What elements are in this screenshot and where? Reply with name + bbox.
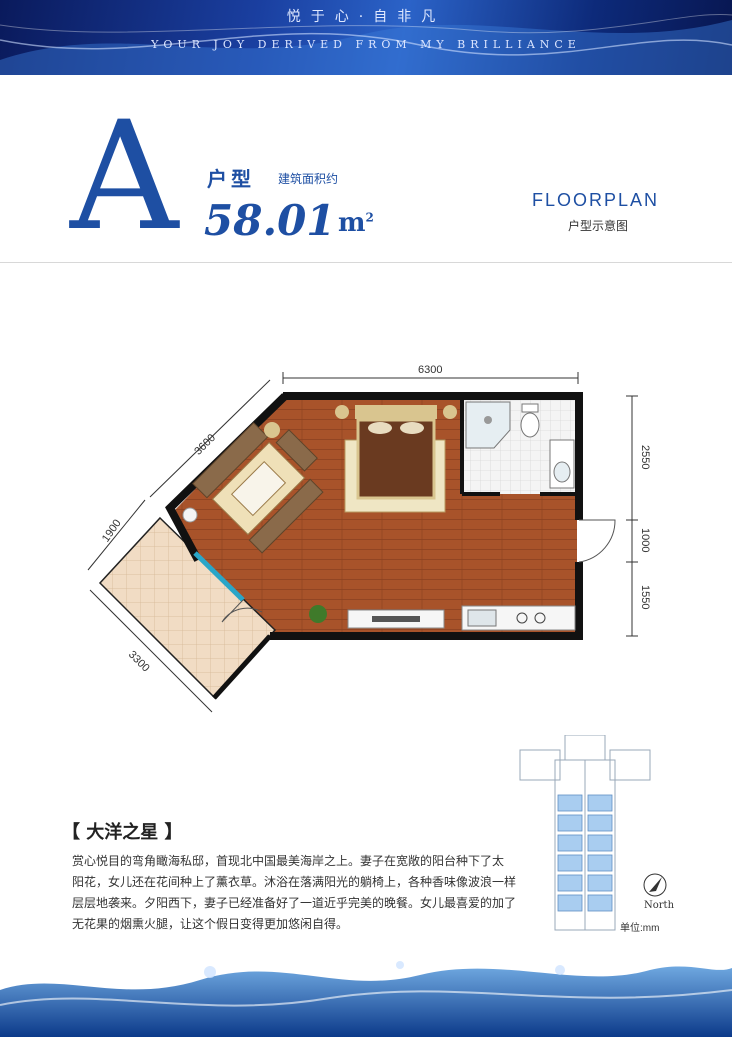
- description-line: 无花果的烟熏火腿，让这个假日变得更加悠闲自得。: [72, 917, 349, 931]
- banner-slogan-cn: 悦于心·自非凡: [286, 9, 446, 25]
- dimension-lines: [87, 372, 638, 713]
- bed: [356, 418, 436, 500]
- balcony-door: [221, 599, 263, 623]
- area-value: 58.01: [204, 196, 336, 245]
- side-table: [264, 422, 280, 438]
- dim-right-2: 1000: [639, 528, 651, 552]
- plant: [309, 605, 327, 623]
- bedside-lamp: [443, 405, 457, 419]
- balcony-glass: [193, 551, 245, 602]
- area-label: 建筑面积约: [278, 172, 339, 186]
- description-line: 赏心悦目的弯角瞰海私邸，首现北中国最美海岸之上。妻子在宽敞的阳台种下了太: [72, 854, 505, 868]
- dim-top: 6300: [418, 364, 442, 376]
- floor-plan: 6300 3600 1900 3300 2550 1000 1550: [87, 364, 651, 713]
- description-line: 阳花，女儿还在花间种上了薰衣草。沐浴在落满阳光的躺椅上，各种香味像波浪一样: [72, 875, 517, 889]
- bedside-lamp: [335, 405, 349, 419]
- bed-headboard: [355, 405, 437, 419]
- pillow: [368, 422, 392, 434]
- top-banner: 悦于心·自非凡 YOUR JOY DERIVED FROM MY BRILLIA…: [0, 0, 732, 75]
- dim-right-1: 2550: [639, 445, 651, 469]
- water-splash-decoration: [0, 961, 732, 1037]
- dim-diagonal-lower: 3300: [126, 649, 152, 675]
- kitchen-sink: [467, 609, 497, 627]
- area-unit: m2: [338, 208, 374, 238]
- description-text: 赏心悦目的弯角瞰海私邸，首现北中国最美海岸之上。妻子在宽敞的阳台种下了太 阳花，…: [72, 851, 602, 935]
- sofa-set: [192, 422, 324, 554]
- tv: [372, 616, 420, 622]
- unit-letter: A: [70, 90, 179, 264]
- banner-slogan-en: YOUR JOY DERIVED FROM MY BRILLIANCE: [151, 38, 581, 51]
- stove-burner: [534, 612, 546, 624]
- area-unit-superscript: 2: [365, 210, 374, 225]
- exterior-wall-lower: [270, 562, 583, 640]
- north-label: North: [644, 900, 675, 911]
- dim-diagonal-upper: 3600: [192, 432, 218, 458]
- pillow: [400, 422, 424, 434]
- compass-icon: [643, 873, 667, 897]
- entry-door: [578, 519, 616, 563]
- floorplan-subtitle: 户型示意图: [568, 219, 629, 233]
- site-key-plan: [519, 735, 667, 931]
- unit-note: 单位:mm: [620, 923, 660, 934]
- exterior-wall: [283, 392, 583, 520]
- description-line: 层层地袭来。夕阳西下，妻子已经准备好了一道近乎完美的晚餐。女儿最喜爱的加了: [72, 896, 517, 910]
- wave-decoration: [0, 13, 732, 75]
- dim-right-3: 1550: [639, 585, 651, 609]
- tower-units: [557, 794, 613, 912]
- toilet: [520, 412, 540, 438]
- shower: [465, 401, 511, 449]
- washbasin-bowl: [553, 461, 571, 483]
- stove-burner: [516, 612, 528, 624]
- balcony-wall: [212, 634, 272, 700]
- floorplan-title: FLOORPLAN: [532, 190, 660, 210]
- section-title: 【 大洋之星 】: [62, 822, 183, 843]
- toilet-tank: [521, 403, 539, 413]
- unit-type-label: 户型: [207, 169, 255, 191]
- shower-head: [484, 416, 492, 424]
- header-divider: [0, 262, 732, 263]
- side-table: [182, 507, 198, 523]
